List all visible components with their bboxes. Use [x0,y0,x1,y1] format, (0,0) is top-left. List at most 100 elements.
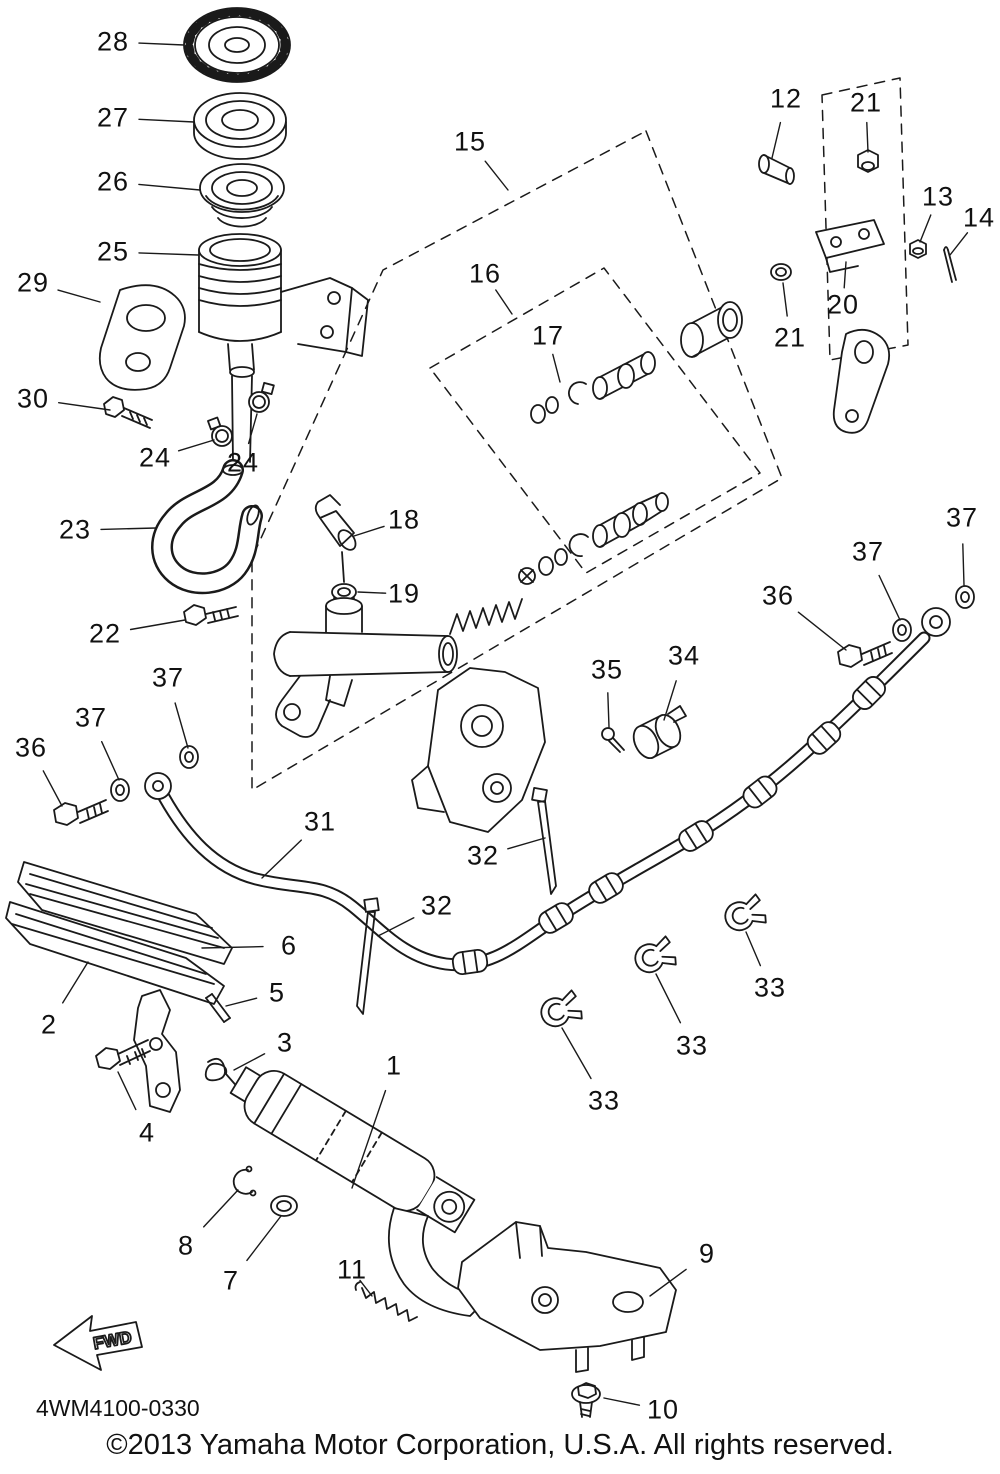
leader-line-23 [100,527,157,531]
part-joint [815,219,885,273]
part-connector [314,494,357,583]
part-cylinder-bolt [183,604,239,626]
part-reservoir-hose [151,459,263,595]
leader-line-30 [58,402,111,411]
callout-18: 18 [387,504,421,535]
callout-12: 12 [769,83,803,114]
part-cotter-pin [943,246,957,283]
callout-19: 19 [387,578,421,609]
leader-line-37 [174,702,189,749]
part-cylinder-guard [387,1207,489,1317]
part-locknut-top [857,149,879,173]
part-nut-13 [909,239,927,259]
callout-37: 37 [151,662,185,693]
callout-17: 17 [531,320,565,351]
callout-16: 16 [468,258,502,289]
leader-line-37 [878,574,901,621]
part-rear-master-cylinder [229,1066,476,1234]
kit-outline-15 [251,130,783,791]
callout-1: 1 [385,1050,403,1081]
callout-31: 31 [303,806,337,837]
leader-line-37 [962,543,965,586]
leader-line-19 [357,591,387,594]
part-joint-washer [770,263,792,281]
part-reservoir-bracket [280,277,369,357]
part-hose-clamp-33c [540,989,583,1028]
callout-26: 26 [96,166,130,197]
leader-line-18 [353,525,385,537]
callout-27: 27 [96,102,130,133]
callout-20: 20 [826,289,860,320]
callout-21: 21 [773,322,807,353]
callout-32: 32 [420,890,454,921]
leader-line-16 [495,289,513,315]
part-piston-kit-upper [530,301,743,424]
callout-21: 21 [849,87,883,118]
part-union-bolt-left [53,799,109,826]
callout-13: 13 [921,181,955,212]
part-hose-clamp-33a [724,893,767,932]
callout-15: 15 [453,126,487,157]
part-screw-35 [601,727,625,753]
part-brake-hose [157,631,931,975]
callout-33: 33 [587,1085,621,1116]
callout-11: 11 [336,1254,368,1285]
part-pushrod-pin [758,154,795,185]
leader-line-25 [138,252,199,256]
part-mount-bracket [411,667,546,833]
leader-line-20 [843,261,847,289]
part-washer-left-b [179,745,199,769]
joint-outline [821,77,909,361]
callout-37: 37 [74,702,108,733]
callout-30: 30 [16,383,50,414]
callout-8: 8 [177,1230,195,1261]
callout-7: 7 [222,1265,240,1296]
part-hose-fitting-left [144,772,172,800]
callout-35: 35 [590,654,624,685]
part-piston-spring [449,598,523,635]
part-brake-arm [832,328,891,434]
part-reservoir [198,233,282,463]
leader-line-35 [607,692,610,728]
leader-line-7 [246,1215,282,1262]
callout-36: 36 [14,732,48,763]
copyright-text: ©2013 Yamaha Motor Corporation, U.S.A. A… [106,1429,894,1461]
leader-line-33 [745,931,762,967]
part-circlip-8 [232,1165,257,1197]
kit-outline-16 [429,267,761,574]
leader-line-36 [42,770,63,807]
leader-line-13 [919,214,932,243]
part-washer-left-a [110,778,130,802]
leader-line-37 [100,741,120,781]
part-clamp-34 [632,705,687,759]
leader-line-26 [138,183,201,191]
callout-29: 29 [16,267,50,298]
leader-line-12 [771,121,782,159]
leader-line-34 [663,680,677,721]
leader-line-24 [177,439,215,452]
leader-line-5 [225,997,258,1007]
part-reservoir-stay [98,284,186,391]
part-diaphragm-plate [193,92,287,160]
part-washer-right-b [955,585,975,609]
callout-14: 14 [962,202,996,233]
leader-line-33 [561,1027,592,1080]
callout-9: 9 [698,1238,716,1269]
part-master-cylinder-body [273,597,458,738]
callout-34: 34 [667,640,701,671]
leader-line-14 [949,232,969,256]
diagram-code: 4WM4100-0330 [36,1395,200,1421]
callout-23: 23 [58,514,92,545]
leader-line-2 [62,961,89,1004]
callout-33: 33 [675,1030,709,1061]
leader-line-9 [649,1268,687,1297]
callout-25: 25 [96,236,130,267]
part-stay-bolt [103,396,153,429]
callout-5: 5 [268,977,286,1008]
leader-line-3 [233,1053,266,1071]
leader-line-29 [57,289,101,303]
leader-line-1 [351,1089,387,1189]
leader-line-32 [377,917,415,937]
